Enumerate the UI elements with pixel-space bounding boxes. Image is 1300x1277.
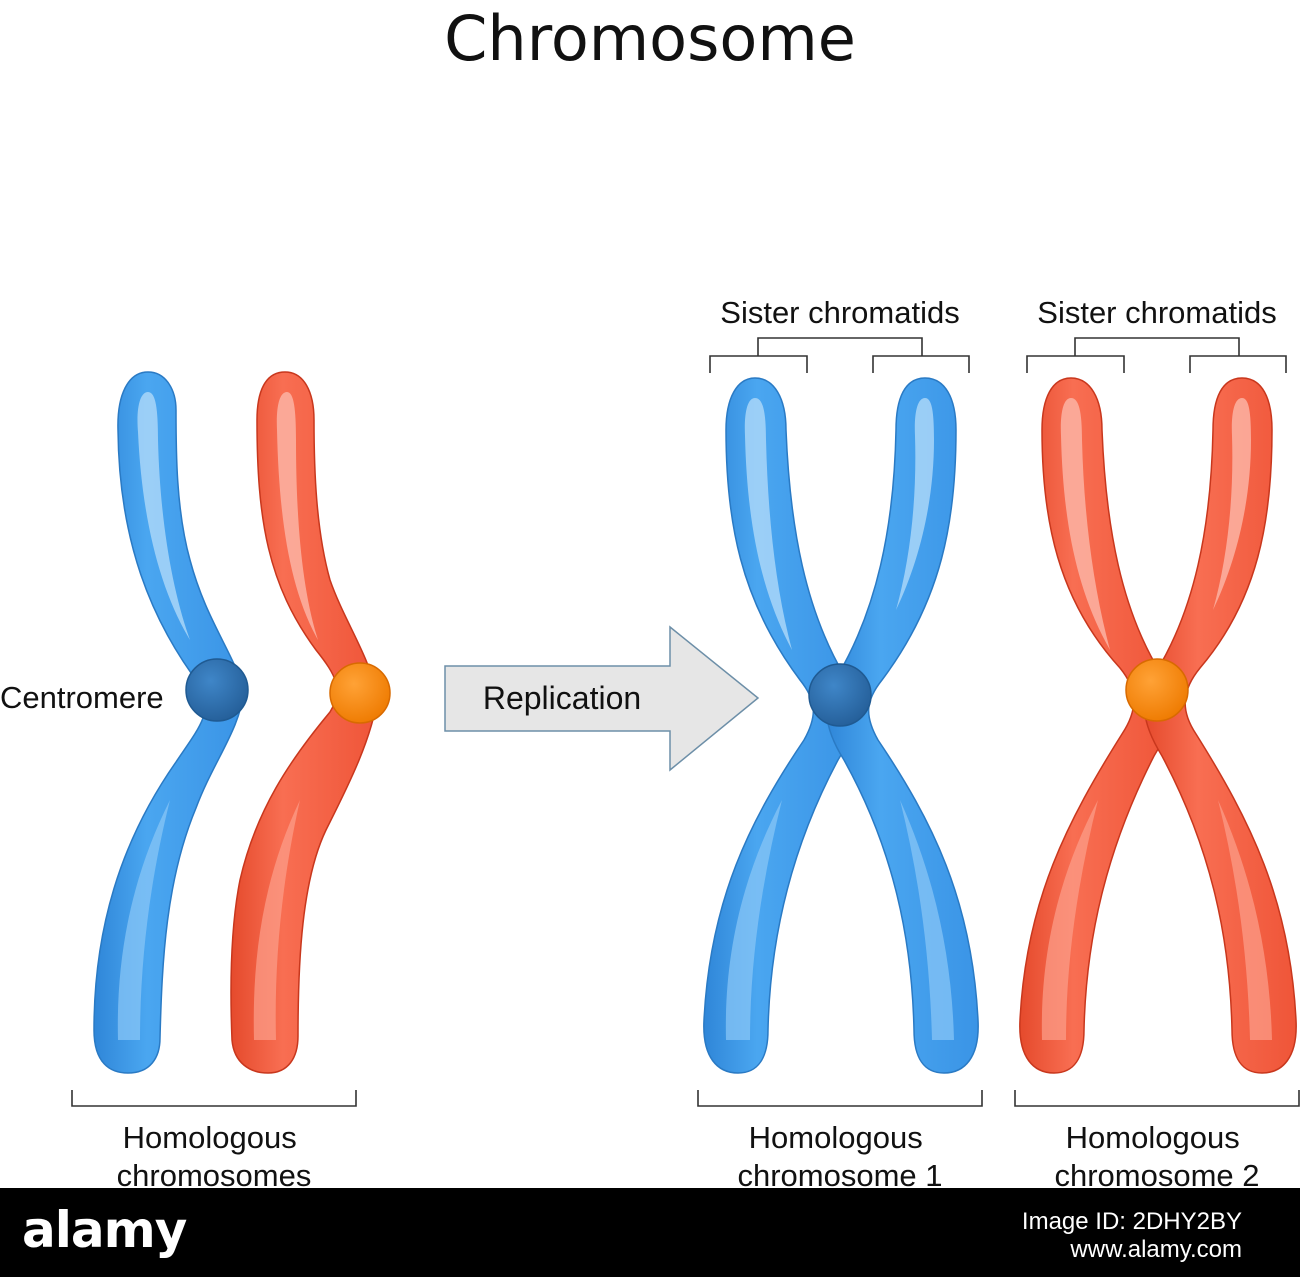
watermark-site: www.alamy.com [1070, 1235, 1242, 1263]
watermark-bar [0, 1188, 1300, 1277]
replication-label: Replication [483, 680, 641, 716]
watermark-logo: alamy [22, 1201, 187, 1259]
blue-replicated-chromosome [703, 377, 979, 1074]
centromere-label: Centromere [0, 680, 164, 715]
homologous-2-label: Homologous chromosome 2 [1054, 1120, 1259, 1193]
bracket-homologous-1 [697, 1090, 983, 1107]
homologous-pair-label: Homologous chromosomes [117, 1120, 312, 1193]
bracket-homologous-pair [71, 1090, 357, 1107]
sister-chromatids-label-2: Sister chromatids [1037, 295, 1276, 330]
diagram-title: Chromosome [444, 2, 856, 75]
centromere-orange-replicated [1125, 658, 1189, 722]
centromere-orange [329, 662, 391, 724]
red-replicated-chromosome [1019, 377, 1297, 1074]
red-chromosome [230, 371, 379, 1074]
watermark-image-id: Image ID: 2DHY2BY [1021, 1208, 1242, 1235]
replication-arrow [444, 625, 760, 772]
sister-chromatids-label-1: Sister chromatids [720, 295, 959, 330]
bracket-homologous-2 [1014, 1090, 1300, 1107]
centromere-blue-replicated [808, 663, 872, 727]
bracket-sister-chromatids-1 [709, 337, 970, 373]
watermark-id: Image ID: 2DHY2BY www.alamy.com [1022, 1208, 1242, 1263]
centromere-blue [185, 658, 249, 722]
homologous-1-label: Homologous chromosome 1 [737, 1120, 942, 1193]
blue-chromosome [93, 371, 245, 1074]
bracket-sister-chromatids-2 [1026, 337, 1287, 373]
